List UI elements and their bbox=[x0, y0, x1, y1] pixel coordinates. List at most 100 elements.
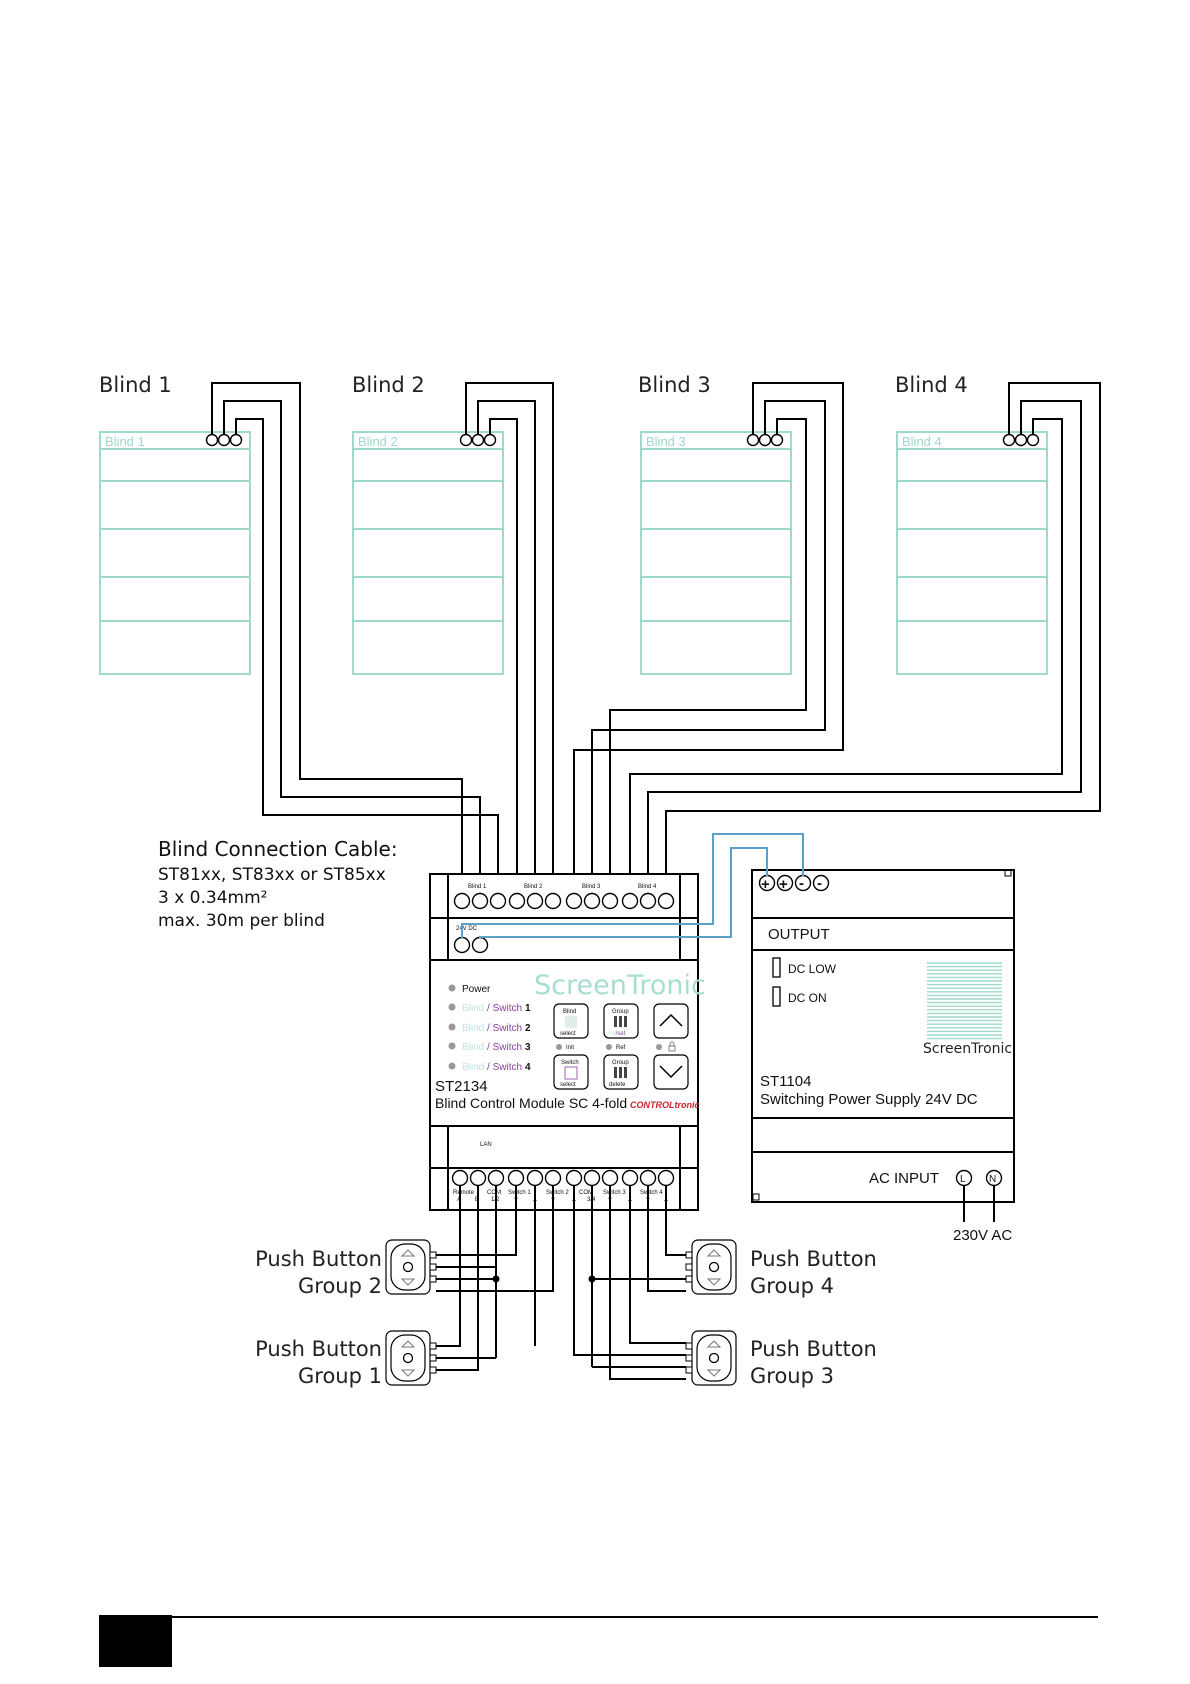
led-2 bbox=[448, 1023, 456, 1031]
bottom-label-remote: Remote bbox=[453, 1190, 475, 1196]
led-1 bbox=[448, 1003, 456, 1011]
group-init-bottom: init/set bbox=[608, 1031, 626, 1037]
ref-label: Ref bbox=[616, 1045, 626, 1051]
ps-minus-2: - bbox=[817, 875, 822, 892]
pb-group-3-line1: Push Button bbox=[750, 1337, 877, 1361]
bottom-label-switch1: Switch 1 bbox=[508, 1190, 531, 1196]
lock-icon bbox=[668, 1041, 676, 1052]
cable-line-2: 3 x 0.34mm² bbox=[158, 888, 267, 908]
led-3 bbox=[448, 1042, 456, 1050]
module-description: Blind Control Module SC 4-fold bbox=[435, 1095, 627, 1111]
blind-4-cable bbox=[629, 382, 1101, 878]
blind-panel-3: Blind 3 bbox=[640, 431, 792, 675]
dc-supply-wires bbox=[461, 833, 804, 938]
group-delete-bottom: delete bbox=[609, 1082, 626, 1088]
ps-output-label: OUTPUT bbox=[768, 926, 830, 943]
dc-low-indicator bbox=[772, 957, 781, 978]
footer-rule bbox=[172, 1616, 1098, 1618]
voltage-label: 230V AC bbox=[953, 1227, 1012, 1244]
ps-plus-2: + bbox=[779, 876, 788, 893]
down-button[interactable] bbox=[653, 1054, 689, 1090]
group-delete-button[interactable]: Group delete bbox=[603, 1054, 639, 1090]
pb-group-1-line1: Push Button bbox=[255, 1337, 382, 1361]
push-button-group-4 bbox=[685, 1239, 737, 1295]
ps-n-terminal bbox=[985, 1169, 1003, 1187]
blind-panel-label-2: Blind 2 bbox=[358, 434, 398, 449]
power-supply: + + - - OUTPUT DC LOW DC ON ScreenTronic… bbox=[751, 869, 1015, 1203]
ps-l-label: L bbox=[960, 1174, 966, 1185]
blind-1-cable bbox=[211, 382, 499, 878]
switch-select-bottom: select bbox=[560, 1082, 576, 1088]
ps-model: ST1104 bbox=[760, 1073, 811, 1090]
led-lock bbox=[656, 1044, 662, 1050]
blind-header-3: Blind 3 bbox=[638, 373, 711, 397]
ps-plus-1: + bbox=[761, 876, 770, 893]
blind-panel-1: Blind 1 bbox=[99, 431, 251, 675]
module-model: ST2134 bbox=[435, 1078, 488, 1095]
bottom-label-com1: COM bbox=[487, 1190, 501, 1196]
module-dc-plus-terminal bbox=[453, 936, 471, 954]
chevron-up-icon bbox=[659, 1013, 683, 1027]
bottom-label-switch2: Switch 2 bbox=[546, 1190, 569, 1196]
blind-select-bottom: select bbox=[560, 1031, 576, 1037]
ps-n-label: N bbox=[989, 1174, 996, 1185]
blind-2-cable bbox=[465, 382, 554, 878]
cable-title: Blind Connection Cable: bbox=[158, 837, 398, 861]
bottom-label-switch4: Switch 4 bbox=[640, 1190, 663, 1196]
group-init-set-button[interactable]: Group init/set bbox=[603, 1003, 639, 1039]
pb-group-2-line1: Push Button bbox=[255, 1247, 382, 1271]
cable-line-3: max. 30m per blind bbox=[158, 911, 325, 931]
init-label: Init bbox=[566, 1045, 574, 1051]
module-dc-label: 24V DC bbox=[456, 926, 478, 932]
blind-panel-label-3: Blind 3 bbox=[646, 434, 686, 449]
module-top-label-3: Blind 3 bbox=[582, 884, 601, 890]
module-lan-label: LAN bbox=[480, 1142, 492, 1148]
control-module: Blind 1 Blind 2 Blind 3 Blind 4 24V DC P… bbox=[429, 873, 706, 1211]
ps-minus-1: - bbox=[799, 875, 804, 892]
switch-select-top: Switch bbox=[561, 1060, 579, 1066]
led-label-power: Power bbox=[462, 984, 491, 995]
blind-select-top: Blind bbox=[563, 1009, 576, 1015]
blind-header-4: Blind 4 bbox=[895, 373, 968, 397]
switch-select-button[interactable]: Switch select bbox=[553, 1054, 589, 1090]
module-brand: ScreenTronic bbox=[534, 970, 706, 1001]
ps-l-terminal bbox=[955, 1169, 973, 1187]
group-delete-top: Group bbox=[612, 1060, 629, 1066]
pb-group-4-line1: Push Button bbox=[750, 1247, 877, 1271]
dc-on-label: DC ON bbox=[788, 991, 827, 1005]
footer-page-marker bbox=[99, 1615, 172, 1667]
module-blind-terminals bbox=[453, 892, 675, 910]
bottom-label-com2: COM bbox=[579, 1190, 593, 1196]
push-button-group-1 bbox=[385, 1330, 437, 1386]
blind-panel-label-1: Blind 1 bbox=[105, 434, 145, 449]
pb-group-2-line2: Group 2 bbox=[298, 1274, 382, 1298]
module-top-label-4: Blind 4 bbox=[638, 884, 657, 890]
bottom-label-switch3: Switch 3 bbox=[603, 1190, 626, 1196]
group-init-top: Group bbox=[612, 1009, 629, 1015]
blind-panel-label-4: Blind 4 bbox=[902, 434, 942, 449]
dc-on-indicator bbox=[772, 986, 781, 1007]
blind-header-1: Blind 1 bbox=[99, 373, 172, 397]
module-dc-minus-terminal bbox=[471, 936, 489, 954]
ps-vent-grille bbox=[927, 962, 1002, 1040]
push-button-wiring bbox=[436, 1186, 686, 1380]
module-top-label-1: Blind 1 bbox=[468, 884, 487, 890]
push-button-group-3 bbox=[685, 1330, 737, 1386]
dc-low-label: DC LOW bbox=[788, 962, 837, 976]
blind-panel-4: Blind 4 bbox=[896, 431, 1048, 675]
blind-select-button[interactable]: Blind select bbox=[553, 1003, 589, 1039]
led-init bbox=[556, 1044, 562, 1050]
pb-group-4-line2: Group 4 bbox=[750, 1274, 834, 1298]
controltronic-logo: CONTROLtronic bbox=[630, 1100, 700, 1110]
ps-description: Switching Power Supply 24V DC bbox=[760, 1091, 978, 1108]
led-ref bbox=[606, 1044, 612, 1050]
blind-panel-2: Blind 2 bbox=[352, 431, 504, 675]
pb-group-1-line2: Group 1 bbox=[298, 1364, 382, 1388]
up-button[interactable] bbox=[653, 1003, 689, 1039]
ps-brand: ScreenTronic bbox=[923, 1041, 1012, 1057]
